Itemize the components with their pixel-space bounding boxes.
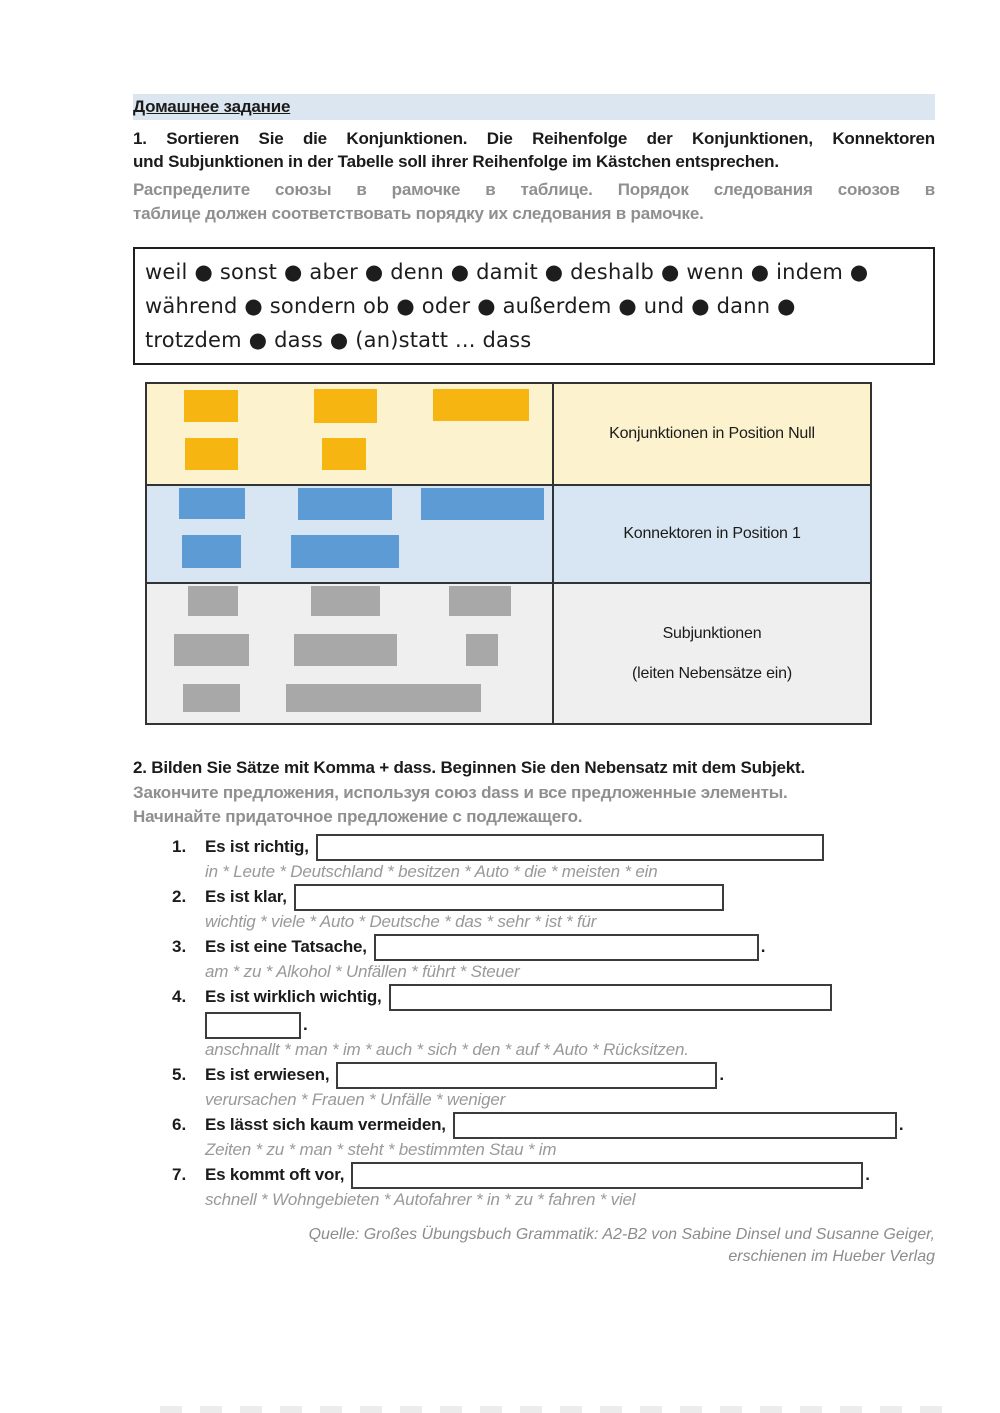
list-item-5: 5. Es ist erwiesen, . verursachen * Frau… [133, 1061, 935, 1110]
word-bank-line: während ● sondern ob ● oder ● außerdem ●… [145, 294, 796, 318]
word-chip[interactable] [286, 684, 481, 712]
task2-instruction-ru: Закончите предложения, используя союз da… [133, 781, 935, 829]
word-chip[interactable] [294, 634, 397, 666]
list-item-1: 1. Es ist richtig, in * Leute * Deutschl… [133, 833, 935, 882]
item-hint: anschnallt * man * im * auch * sich * de… [205, 1040, 689, 1059]
word-chip[interactable] [184, 390, 238, 422]
list-item-3: 3. Es ist eine Tatsache, . am * zu * Alk… [133, 933, 935, 982]
item-number: 6. [172, 1115, 187, 1134]
item-prompt: Es lässt sich kaum vermeiden, [205, 1115, 446, 1134]
word-chip[interactable] [314, 389, 377, 423]
item-suffix: . [865, 1165, 870, 1184]
item-number: 2. [172, 887, 187, 906]
item-hint: Zeiten * zu * man * steht * bestimmten S… [205, 1140, 557, 1159]
task2-instruction-ru-line2: Начинайте придаточное предложение с подл… [133, 807, 583, 826]
word-chip[interactable] [311, 586, 380, 616]
item-suffix: . [303, 1015, 308, 1034]
task1-instruction-ru-line2: таблице должен соответствовать порядку и… [133, 204, 704, 223]
row-label-subjunktionen-line1: Subjunktionen [662, 624, 762, 642]
task2-instruction-de: 2. Bilden Sie Sätze mit Komma + dass. Be… [133, 758, 806, 777]
word-chip[interactable] [433, 389, 529, 421]
item-number: 4. [172, 987, 187, 1006]
word-chip[interactable] [421, 488, 544, 520]
item-number: 7. [172, 1165, 187, 1184]
task1-instruction-de: 1. Sortieren Sie die Konjunktionen. Die … [133, 127, 935, 173]
row-label-konjunktionen: Konjunktionen in Position Null [552, 382, 872, 486]
title-highlight: Домашнее задание [133, 94, 935, 120]
task1-instruction-ru-line1: Распределите союзы в рамочке в таблице. … [133, 180, 935, 199]
source-citation-line2: erschienen im Hueber Verlag [728, 1248, 935, 1265]
item-prompt: Es ist eine Tatsache, [205, 937, 367, 956]
item-suffix: . [760, 937, 766, 956]
word-chip[interactable] [188, 586, 238, 616]
row-label-konnektoren: Konnektoren in Position 1 [552, 484, 872, 584]
answer-input-2[interactable] [293, 883, 724, 911]
word-chip[interactable] [298, 488, 392, 520]
page-bottom-artifact [160, 1406, 960, 1413]
answer-input-4a[interactable] [388, 983, 832, 1011]
word-chip[interactable] [291, 535, 399, 568]
item-hint: schnell * Wohngebieten * Autofahrer * in… [205, 1190, 636, 1209]
table-row-konnektoren: Konnektoren in Position 1 [145, 484, 872, 584]
source-citation: Quelle: Großes Übungsbuch Grammatik: A2-… [133, 1224, 935, 1268]
item-number: 1. [172, 837, 187, 856]
item-suffix: . [719, 1065, 725, 1084]
item-prompt: Es kommt oft vor, [205, 1165, 345, 1184]
konjunktionen-drop-area[interactable] [145, 382, 554, 486]
task2-instruction-ru-line1: Закончите предложения, используя союз da… [133, 783, 788, 802]
word-chip[interactable] [466, 634, 498, 666]
table-row-subjunktionen: Subjunktionen (leiten Nebensätze ein) [145, 582, 872, 725]
item-hint: verursachen * Frauen * Unfälle * weniger [205, 1090, 506, 1109]
answer-input-7[interactable] [351, 1161, 864, 1189]
item-prompt: Es ist klar, [205, 887, 287, 906]
item-hint: in * Leute * Deutschland * besitzen * Au… [205, 862, 658, 881]
table-row-konjunktionen: Konjunktionen in Position Null [145, 382, 872, 486]
item-hint: wichtig * viele * Auto * Deutsche * das … [205, 912, 597, 931]
item-prompt: Es ist wirklich wichtig, [205, 987, 382, 1006]
task1-instruction-de-line2: und Subjunktionen in der Tabelle soll ih… [133, 152, 779, 171]
answer-input-3[interactable] [373, 933, 759, 961]
worksheet-content: Домашнее задание 1. Sortieren Sie die Ko… [133, 94, 935, 1268]
list-item-7: 7. Es kommt oft vor, . schnell * Wohngeb… [133, 1161, 935, 1210]
item-prompt: Es ist richtig, [205, 837, 309, 856]
word-chip[interactable] [449, 586, 511, 616]
list-item-6: 6. Es lässt sich kaum vermeiden, . Zeite… [133, 1111, 935, 1160]
item-hint: am * zu * Alkohol * Unfällen * führt * S… [205, 962, 520, 981]
source-citation-line1: Quelle: Großes Übungsbuch Grammatik: A2-… [308, 1226, 935, 1243]
row-label-subjunktionen-line2: (leiten Nebensätze ein) [632, 664, 792, 682]
word-chip[interactable] [179, 488, 245, 519]
item-suffix: . [898, 1115, 904, 1134]
answer-input-4b[interactable] [205, 1011, 301, 1039]
sorting-table: Konjunktionen in Position Null Konnektor… [145, 382, 872, 725]
word-chip[interactable] [322, 438, 366, 470]
word-chip[interactable] [174, 634, 249, 666]
page-title: Домашнее задание [133, 97, 291, 116]
word-chip[interactable] [182, 535, 241, 568]
item-number: 5. [172, 1065, 187, 1084]
konnektoren-drop-area[interactable] [145, 484, 554, 584]
answer-input-1[interactable] [315, 833, 824, 861]
item-number: 3. [172, 937, 187, 956]
word-bank-line: weil ● sonst ● aber ● denn ● damit ● des… [145, 260, 869, 284]
task2-items: 1. Es ist richtig, in * Leute * Deutschl… [133, 833, 935, 1210]
item-prompt: Es ist erwiesen, [205, 1065, 330, 1084]
task1-instruction-de-line1: 1. Sortieren Sie die Konjunktionen. Die … [133, 129, 935, 148]
word-bank-line: trotzdem ● dass ● (an)statt ... dass [145, 328, 532, 352]
word-chip[interactable] [185, 438, 238, 470]
word-chip[interactable] [183, 684, 240, 712]
list-item-4: 4. Es ist wirklich wichtig, . anschnallt… [133, 983, 935, 1060]
task1-instruction-ru: Распределите союзы в рамочке в таблице. … [133, 178, 935, 226]
list-item-2: 2. Es ist klar, wichtig * viele * Auto *… [133, 883, 935, 932]
subjunktionen-drop-area[interactable] [145, 582, 554, 725]
answer-input-6[interactable] [452, 1111, 897, 1139]
row-label-subjunktionen: Subjunktionen (leiten Nebensätze ein) [552, 582, 872, 725]
answer-input-5[interactable] [336, 1061, 718, 1089]
word-bank-box: weil ● sonst ● aber ● denn ● damit ● des… [133, 247, 935, 365]
